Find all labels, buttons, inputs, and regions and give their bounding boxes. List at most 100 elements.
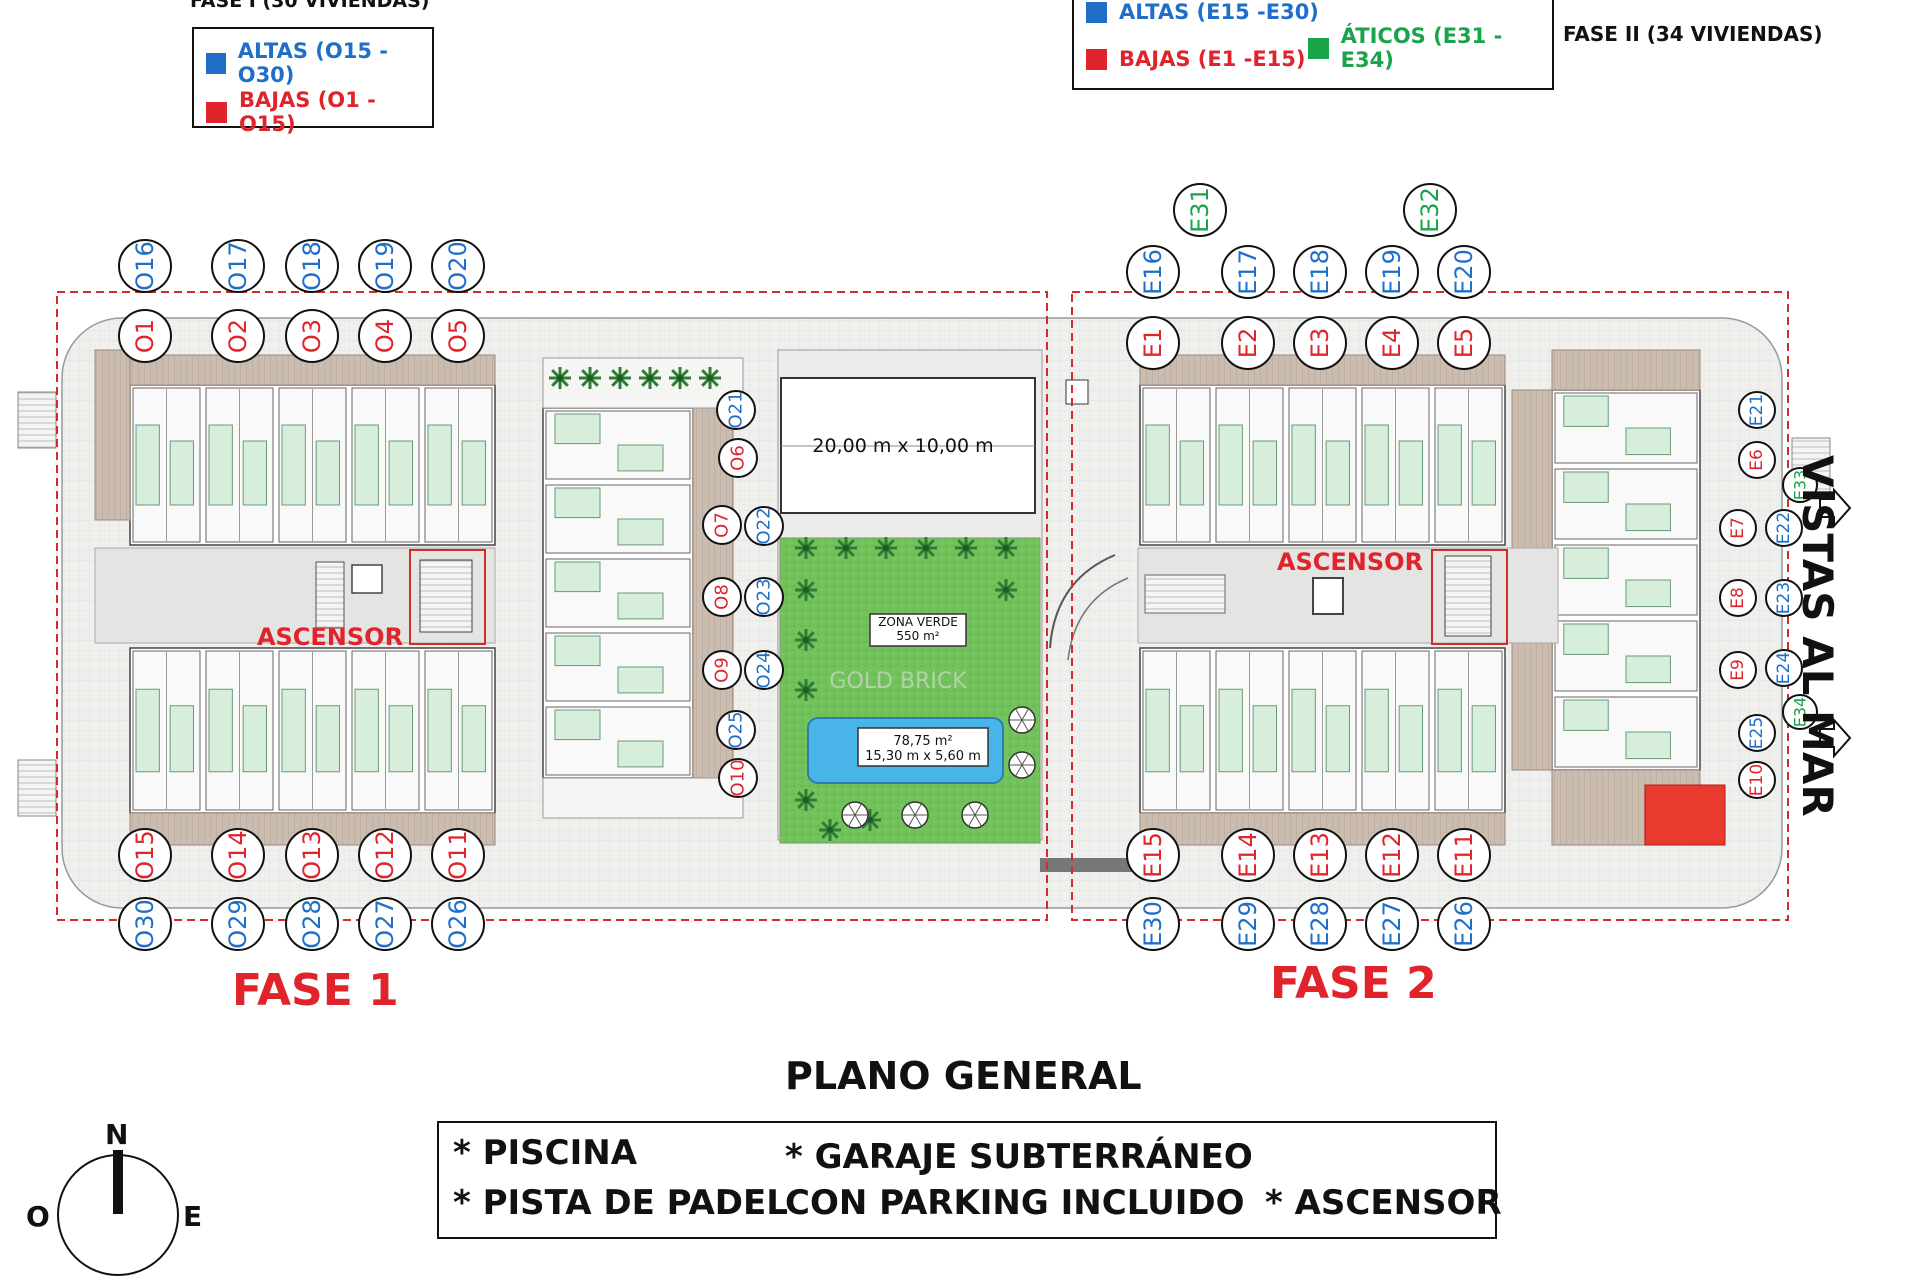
unit-label-e4: E4 [1365,316,1419,370]
altas-swatch [206,52,226,74]
unit-label-o17: O17 [211,239,265,293]
svg-text:O20: O20 [444,241,472,290]
watermark: GOLD BRICK [829,669,967,694]
unit-label-o19: O19 [358,239,412,293]
unit-label-e16: E16 [1126,245,1180,299]
svg-text:E28: E28 [1306,901,1334,947]
amenity-garaje: * GARAJE SUBTERRÁNEO [785,1137,1253,1177]
unit-label-e14: E14 [1221,828,1275,882]
fase2-south-block [1139,647,1506,846]
unit-label-e20: E20 [1437,245,1491,299]
svg-text:E29: E29 [1234,901,1262,947]
svg-text:O26: O26 [444,899,472,948]
unit-label-e10: E10 [1738,761,1776,799]
parasols [841,706,1036,829]
ascensor-label-2: ASCENSOR [1277,548,1423,576]
svg-text:E4: E4 [1378,328,1406,358]
amenity-parking: CON PARKING INCLUIDO [785,1183,1245,1223]
fase2-lift-shaft [1444,555,1492,637]
svg-text:O18: O18 [298,241,326,290]
vistas-arrow-top [1819,487,1852,529]
unit-label-e23: E23 [1765,579,1803,617]
unit-label-o28: O28 [285,897,339,951]
compass-icon [57,1150,179,1276]
palm-trees [549,367,1017,841]
fase1-label: FASE 1 [232,965,399,1016]
unit-label-e33: E33 [1782,467,1818,503]
svg-text:E11: E11 [1450,832,1478,878]
svg-text:O16: O16 [131,241,159,290]
unit-label-e1: E1 [1126,316,1180,370]
svg-text:E20: E20 [1450,249,1478,295]
amenities-box: * PISCINA * PISTA DE PADEL * GARAJE SUBT… [437,1121,1502,1239]
fase-divider [1040,858,1140,872]
unit-label-o16: O16 [118,239,172,293]
svg-text:E26: E26 [1450,901,1478,947]
svg-text:E12: E12 [1378,832,1406,878]
svg-text:O3: O3 [298,319,326,353]
svg-text:O12: O12 [371,830,399,879]
ramp-curve-1 [1049,554,1116,649]
svg-text:O9: O9 [712,657,733,683]
unit-label-o14: O14 [211,828,265,882]
svg-text:O5: O5 [444,319,472,353]
unit-label-o24: O24 [744,650,784,690]
unit-label-o15: O15 [118,828,172,882]
unit-label-e5: E5 [1437,316,1491,370]
unit-label-o9: O9 [702,650,742,690]
fase1-south-block [129,647,496,846]
unit-label-o21: O21 [716,390,756,430]
svg-text:O27: O27 [371,899,399,948]
fase2-east-block [1511,349,1701,846]
svg-text:E34: E34 [1791,697,1810,727]
svg-text:O21: O21 [726,391,747,428]
pool-dims: 15,30 m x 5,60 m [865,749,981,764]
fase1-stairs [315,561,345,629]
unit-label-o12: O12 [358,828,412,882]
unit-label-o4: O4 [358,309,412,363]
svg-text:E3: E3 [1306,328,1334,358]
svg-text:E17: E17 [1234,249,1262,295]
svg-text:E23: E23 [1774,582,1794,614]
fase1-north-block [94,349,496,546]
legend-altas-label: ALTAS (O15 -O30) [237,39,388,87]
unit-label-e3: E3 [1293,316,1347,370]
svg-text:O8: O8 [712,584,733,610]
svg-text:E1: E1 [1139,328,1167,358]
compass-n: N [105,1118,129,1151]
svg-text:E21: E21 [1747,394,1767,426]
access-box [1065,379,1089,405]
unit-label-e28: E28 [1293,897,1347,951]
pool-area: 78,75 m² [893,734,952,749]
svg-text:E24: E24 [1774,652,1794,684]
unit-label-e17: E17 [1221,245,1275,299]
ramp-curve-2 [1067,577,1129,661]
unit-label-o11: O11 [431,828,485,882]
unit-label-e9: E9 [1719,651,1757,689]
padel-dims: 20,00 m x 10,00 m [812,435,993,457]
svg-text:E8: E8 [1728,587,1748,609]
unit-label-o27: O27 [358,897,412,951]
vistas-arrow-bottom [1819,717,1852,759]
unit-label-o6: O6 [718,438,758,478]
svg-text:O23: O23 [754,578,775,615]
fase1-legend-header: FASE I (30 VIVIENDAS) [190,0,430,12]
svg-text:E13: E13 [1306,832,1334,878]
unit-label-o8: O8 [702,577,742,617]
fase2-ascensor-box [1431,549,1508,645]
svg-text:O17: O17 [224,241,252,290]
unit-label-e6: E6 [1738,441,1776,479]
unit-label-e31: E31 [1173,183,1227,237]
svg-text:E5: E5 [1450,328,1478,358]
svg-text:E27: E27 [1378,901,1406,947]
legend-altas-row: ALTAS (O15 -O30) [206,39,432,87]
svg-text:E22: E22 [1774,512,1794,544]
svg-text:E25: E25 [1747,717,1767,749]
svg-text:E7: E7 [1728,517,1748,539]
svg-text:O25: O25 [726,711,747,748]
ascensor-label-1: ASCENSOR [257,623,403,651]
unit-label-e13: E13 [1293,828,1347,882]
unit-label-e30: E30 [1126,897,1180,951]
